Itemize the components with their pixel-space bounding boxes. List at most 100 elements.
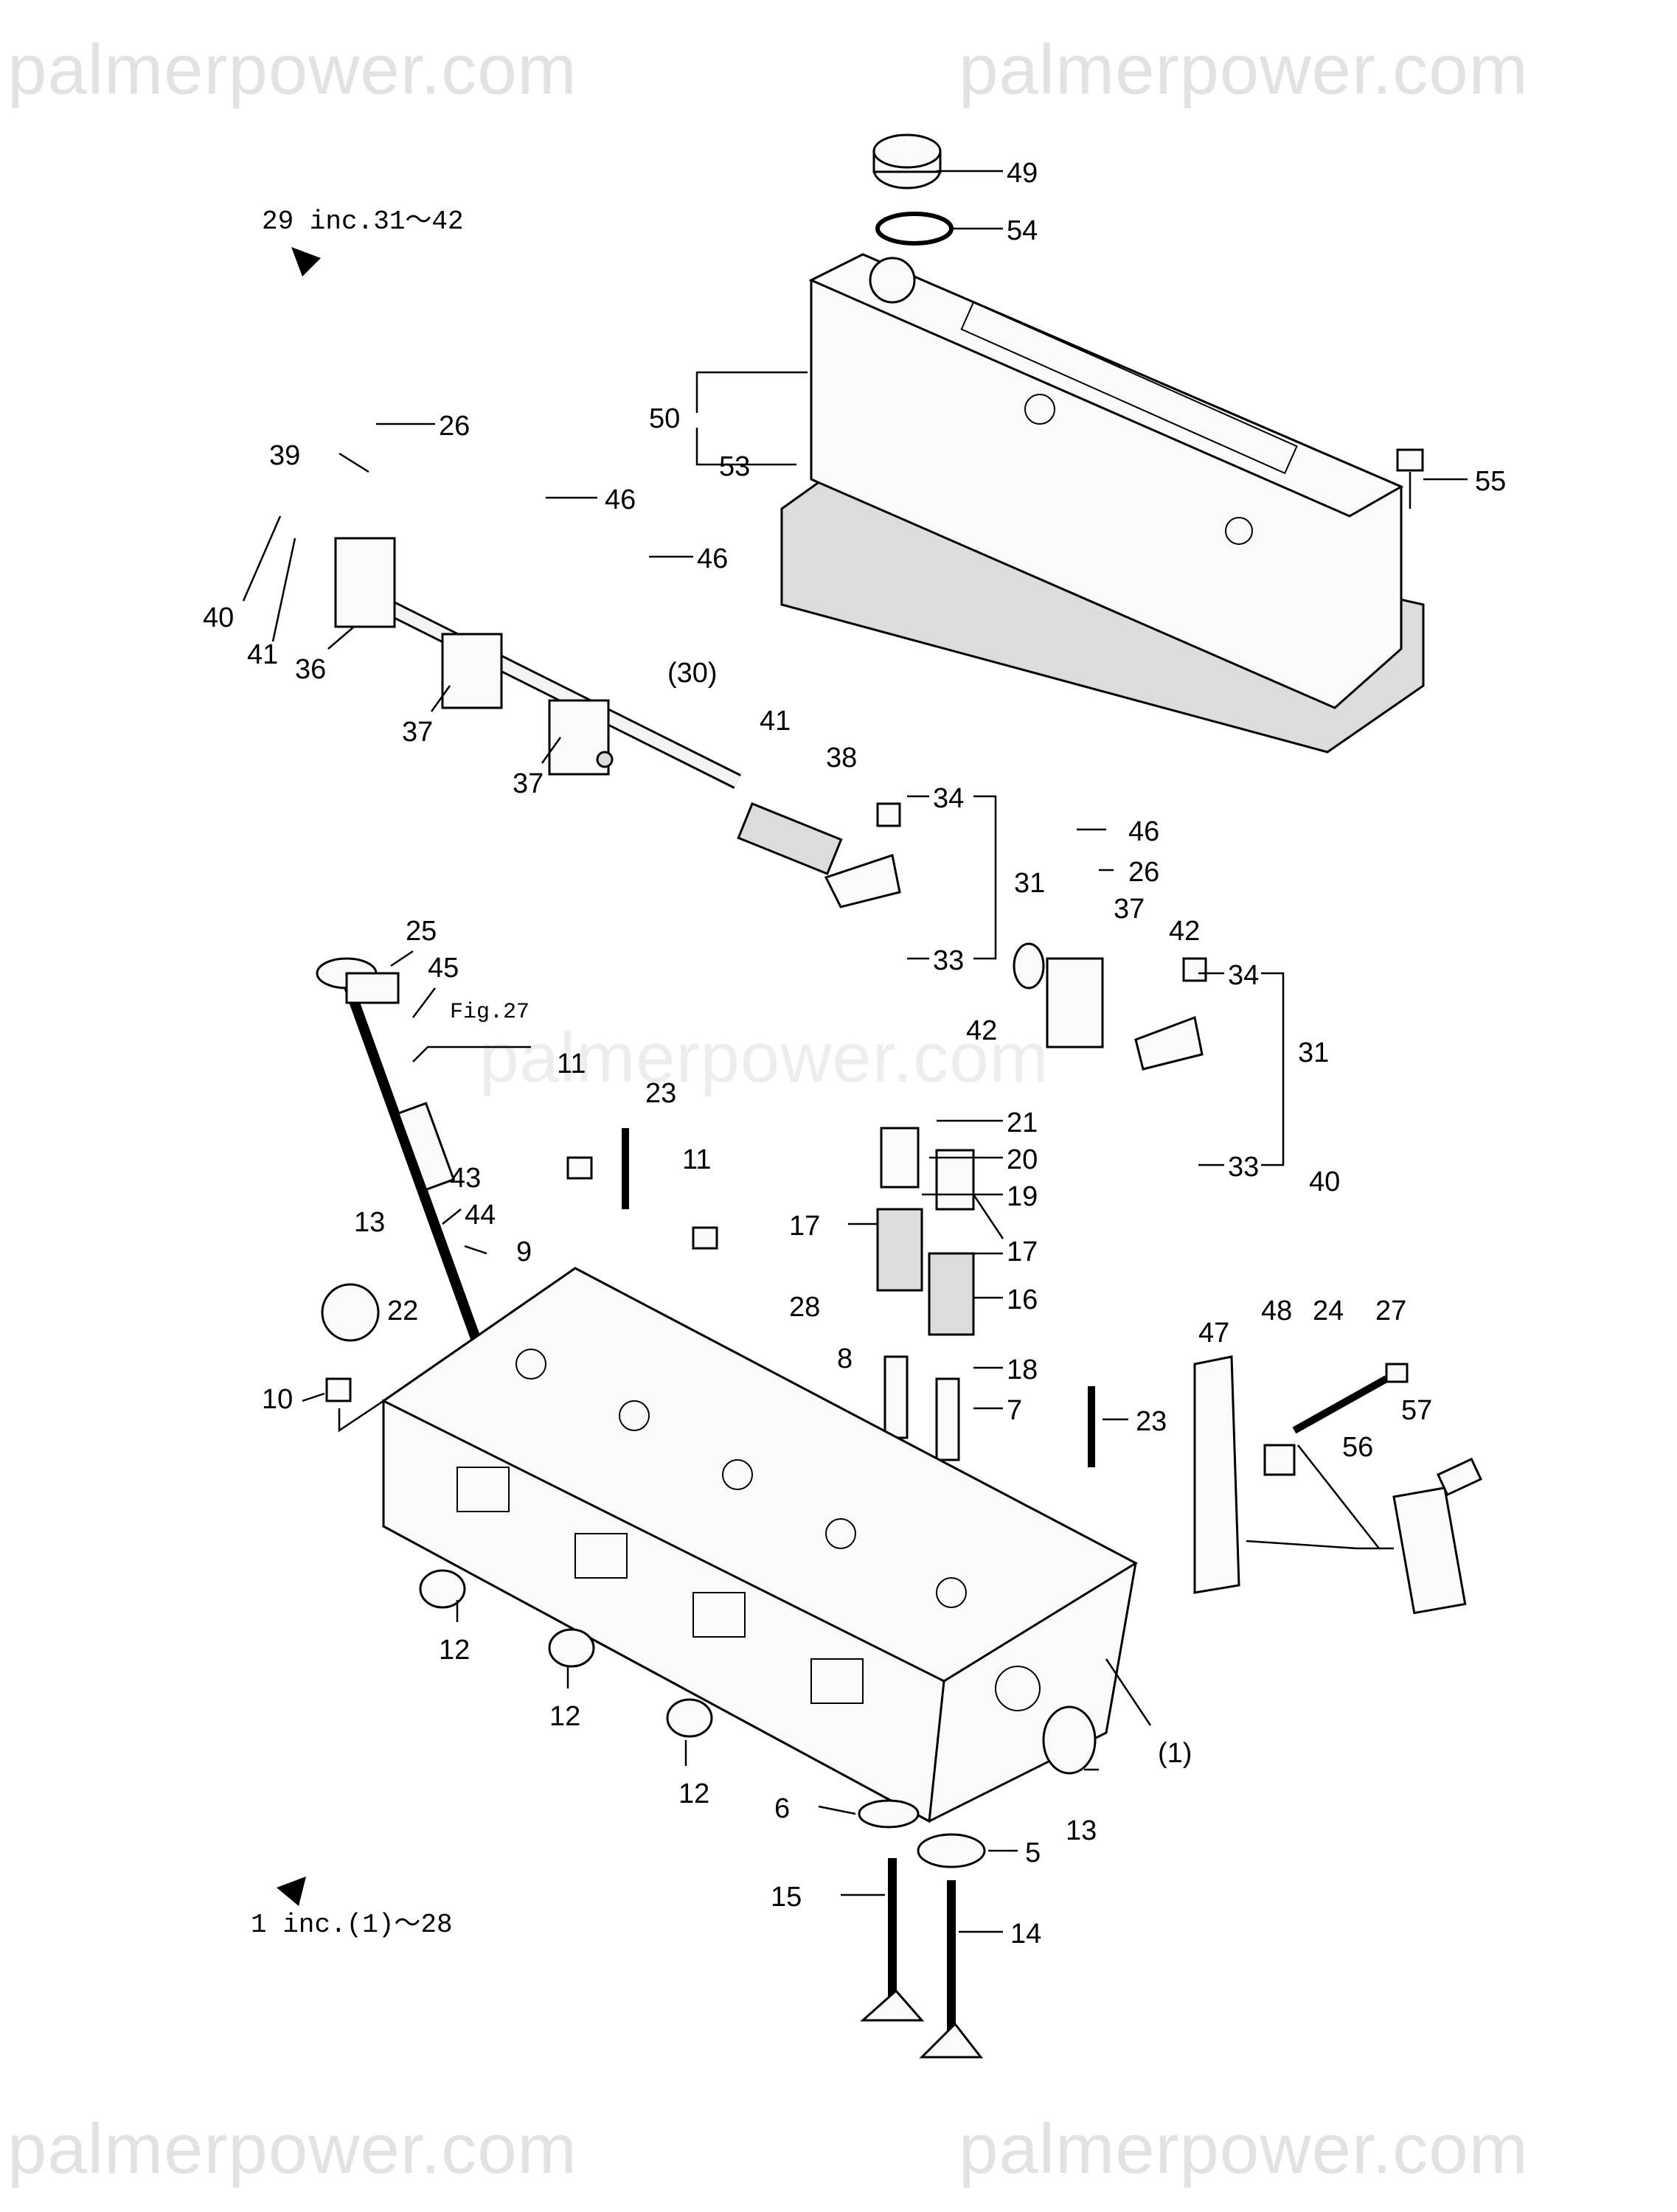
bracket-47	[1193, 1355, 1240, 1594]
nut-27	[1385, 1363, 1409, 1383]
assembly-arrow-head	[277, 1877, 306, 1906]
assembly-arrow-rocker	[291, 247, 321, 276]
callout-label: 46	[697, 543, 728, 574]
callout-label: 18	[1007, 1354, 1038, 1385]
callout-label: 6	[774, 1793, 790, 1824]
oil-filler-cap	[872, 133, 942, 189]
callout-label: 13	[1066, 1815, 1097, 1846]
bolt-24	[1292, 1375, 1389, 1434]
callout-label: 36	[295, 654, 326, 685]
valve-seat-5	[917, 1833, 986, 1868]
callout-label: 10	[262, 1384, 293, 1415]
callout-label: 13	[354, 1207, 385, 1238]
callout-label: 34	[1228, 960, 1259, 991]
valve-guides	[883, 1355, 960, 1461]
callout-label: 49	[1007, 158, 1038, 189]
callout-label: 50	[649, 403, 680, 434]
watermark-top-right: palmerpower.com	[959, 30, 1529, 109]
washer-42	[1013, 942, 1045, 990]
callout-label: 43	[450, 1163, 481, 1194]
callout-label: 57	[1401, 1395, 1432, 1426]
callout-label: 19	[1007, 1181, 1038, 1212]
callout-label: 17	[1007, 1237, 1038, 1267]
leader-lines	[242, 170, 1468, 1933]
callout-label: 27	[1375, 1295, 1406, 1326]
callout-label: 15	[771, 1882, 802, 1913]
rocker-arm-31-upper	[824, 802, 901, 908]
callout-label: 37	[513, 768, 544, 799]
plug-13-b	[1042, 1705, 1097, 1775]
callout-label: 20	[1007, 1144, 1038, 1175]
callout-label: 33	[933, 945, 964, 976]
callout-label: 12	[549, 1701, 580, 1732]
clamp-45	[345, 972, 400, 1004]
callout-label: 9	[516, 1237, 532, 1267]
callout-label: 16	[1007, 1284, 1038, 1315]
callout-label: 7	[1007, 1395, 1022, 1426]
seal-10	[325, 1377, 352, 1402]
rocker-cover	[780, 253, 1425, 754]
cover-bolt-55	[1396, 448, 1424, 509]
callout-label: 46	[605, 484, 636, 515]
callout-label: 55	[1475, 466, 1506, 497]
watermark-bottom-right: palmerpower.com	[959, 2110, 1529, 2188]
callout-label: 42	[1169, 916, 1200, 947]
note-fig-ref: Fig.27	[450, 1000, 530, 1025]
callout-label: 22	[387, 1295, 418, 1326]
callout-label: (1)	[1158, 1738, 1192, 1769]
watermark-top-left: palmerpower.com	[7, 30, 577, 109]
callout-label: 47	[1198, 1318, 1229, 1349]
callout-label: 37	[1114, 894, 1145, 925]
rocker-support-37	[1046, 957, 1104, 1048]
callout-label: 54	[1007, 215, 1038, 246]
seal-11-b	[692, 1226, 718, 1250]
callout-label: 11	[682, 1144, 711, 1175]
callout-label: 14	[1010, 1919, 1041, 1950]
callout-label: 56	[1342, 1432, 1373, 1463]
callout-label: 8	[837, 1343, 853, 1374]
callout-label: 25	[406, 916, 437, 947]
callout-label: 42	[966, 1015, 997, 1046]
callout-label: 46	[1128, 816, 1159, 847]
callout-label: 23	[645, 1078, 676, 1109]
plug-12-c	[666, 1698, 713, 1738]
valve-14	[919, 1880, 984, 2059]
plug-12-a	[419, 1569, 466, 1609]
callout-label: 40	[1309, 1166, 1340, 1197]
callouts: 49 54 50 53 55 26 39 46 46 40 41 36 37 3…	[203, 158, 1506, 1950]
plug-12-b	[548, 1628, 595, 1668]
watermark-center: palmerpower.com	[479, 1018, 1049, 1097]
callout-label: 17	[789, 1211, 820, 1242]
rocker-arm-31-lower	[1134, 957, 1207, 1071]
callout-label: 48	[1261, 1295, 1292, 1326]
callout-label: 26	[439, 411, 470, 442]
callout-label: 45	[428, 953, 459, 984]
callout-label: 53	[719, 451, 750, 482]
note-rocker-assembly: 29 inc.31～42	[262, 206, 464, 237]
callout-label: 34	[933, 783, 964, 814]
callout-label: 12	[439, 1635, 470, 1666]
rocker-spring-38	[737, 802, 843, 876]
callout-label: 23	[1136, 1406, 1167, 1437]
filler-cap-o-ring	[875, 212, 954, 246]
callout-label: 26	[1128, 857, 1159, 888]
callout-label: 39	[269, 440, 300, 471]
valve-springs	[876, 1127, 975, 1336]
valve-seat-6	[858, 1799, 920, 1829]
callout-label: 12	[678, 1778, 709, 1809]
callout-label: (30)	[667, 658, 718, 689]
callout-label: 41	[760, 706, 791, 737]
callout-label: 31	[1298, 1037, 1329, 1068]
plug-13	[321, 1283, 380, 1342]
rocker-shaft-assembly	[334, 537, 741, 789]
callout-label: 37	[402, 717, 433, 748]
callout-label: 40	[203, 602, 234, 633]
callout-label: 44	[465, 1200, 496, 1231]
callout-label: 5	[1025, 1837, 1041, 1868]
callout-label: 21	[1007, 1107, 1038, 1138]
callout-label: 11	[557, 1048, 586, 1079]
callout-label: 41	[247, 639, 278, 670]
callout-label: 31	[1014, 868, 1045, 899]
bolt-48	[1263, 1444, 1296, 1476]
callout-label: 33	[1228, 1152, 1259, 1183]
